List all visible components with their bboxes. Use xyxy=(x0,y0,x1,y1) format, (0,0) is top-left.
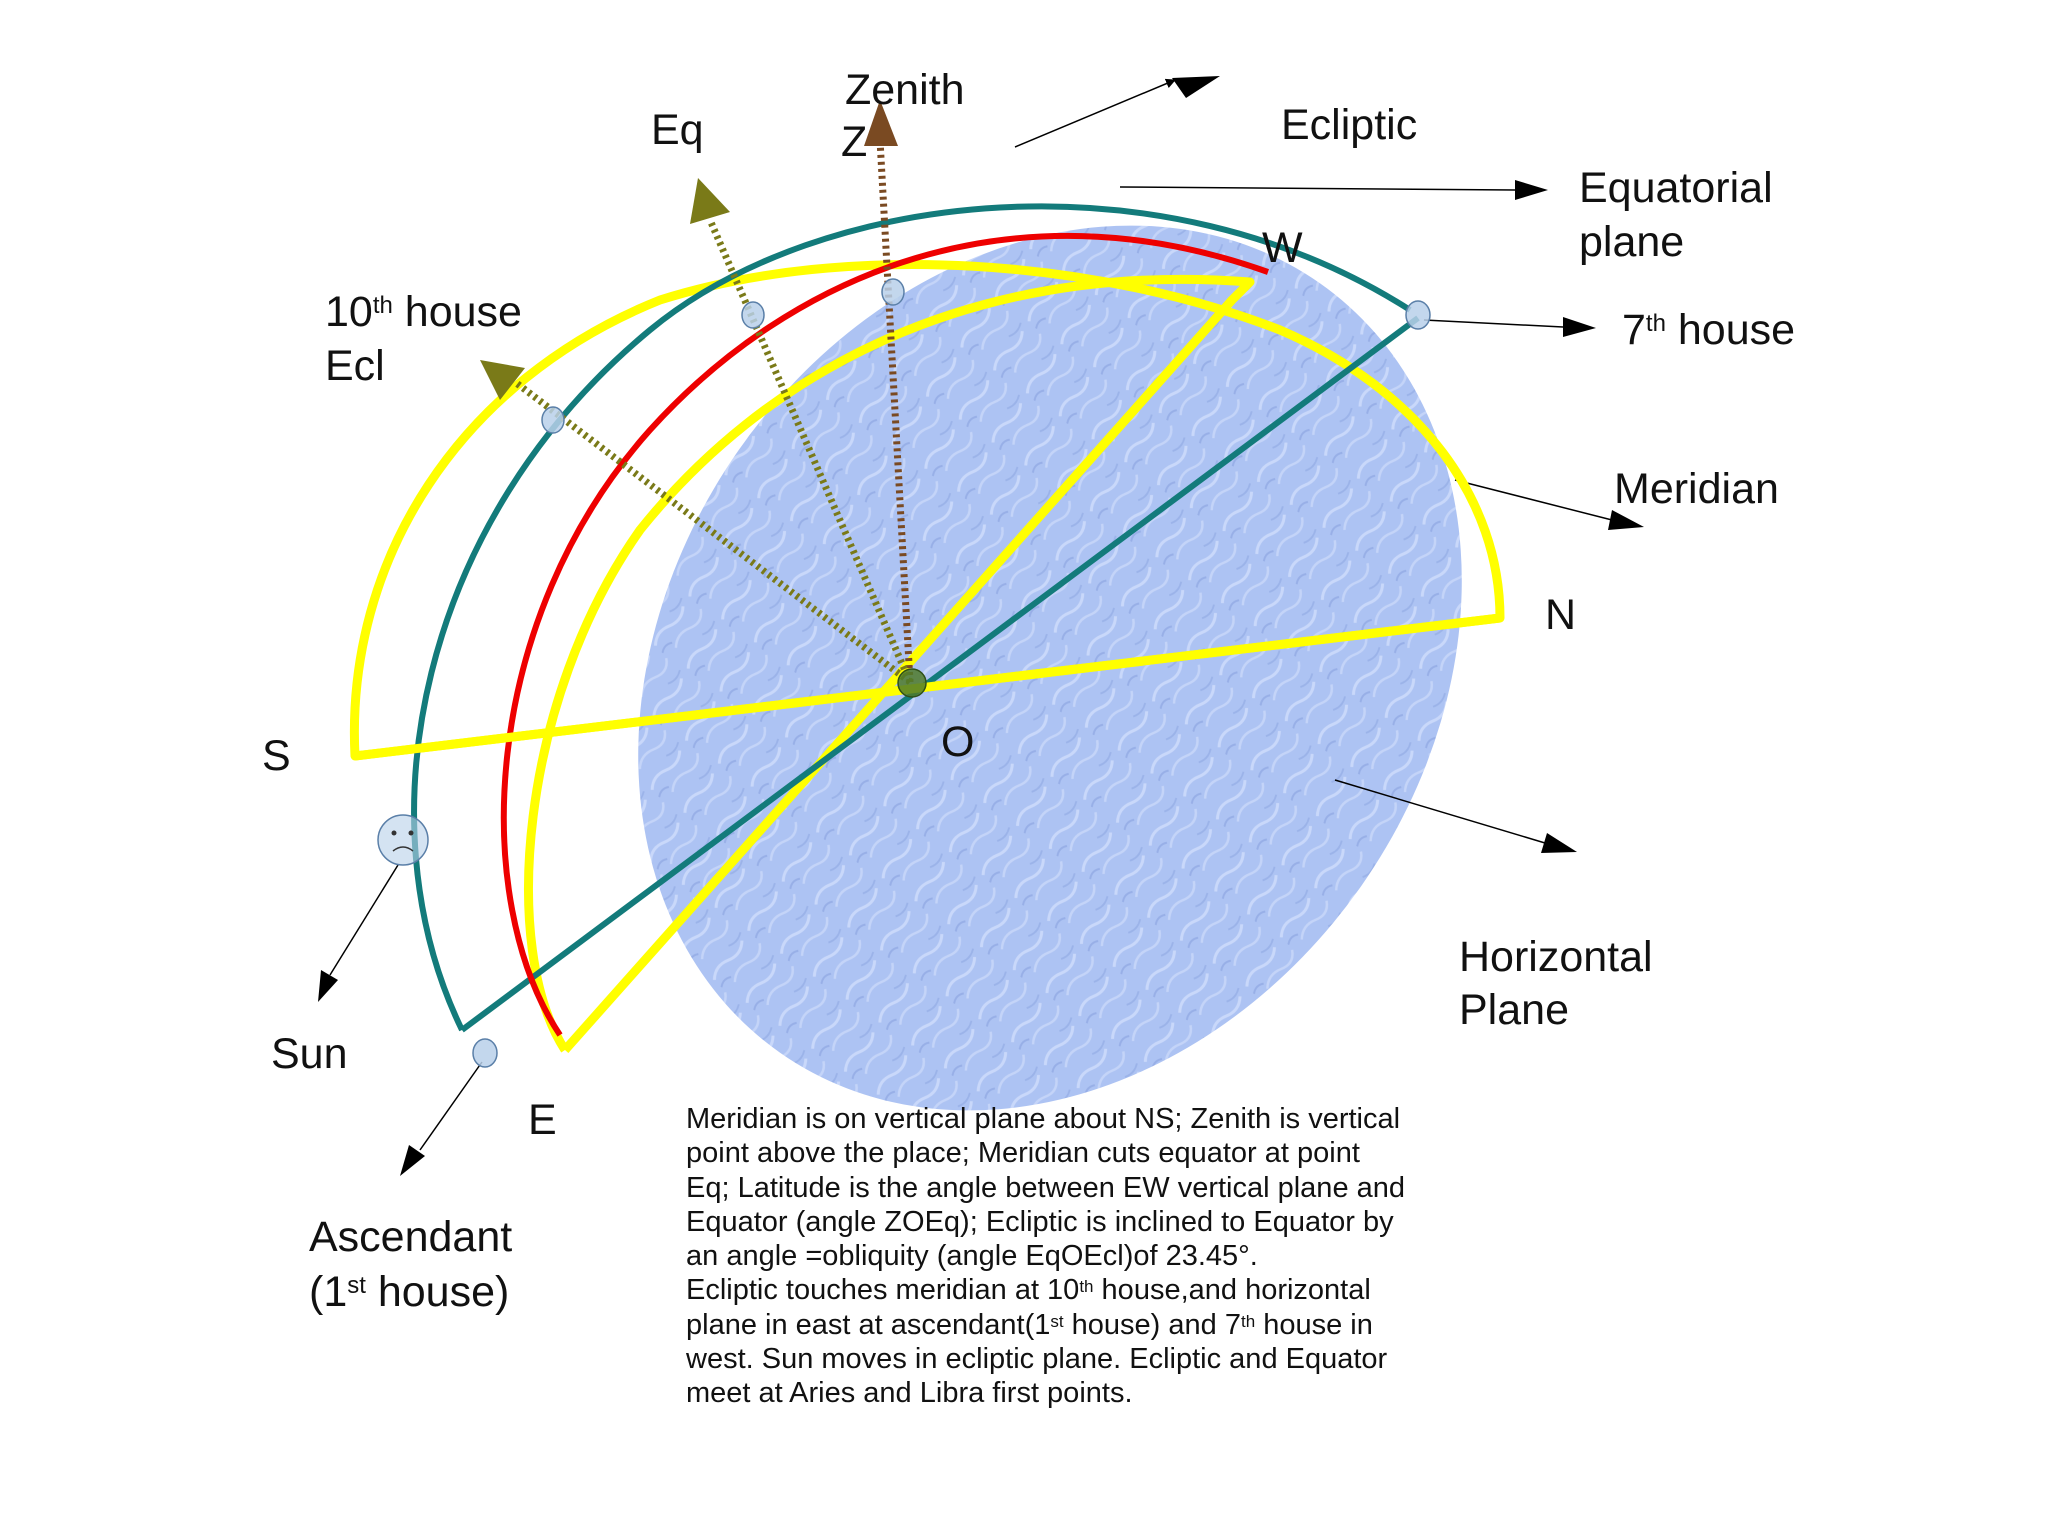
intersection-points xyxy=(472,278,1431,1068)
equator-arc xyxy=(500,232,1270,1037)
n-label: N xyxy=(1545,591,1577,639)
eq-label: Eq xyxy=(651,106,704,154)
meridian-pointer xyxy=(1454,479,1613,521)
ascendant-point xyxy=(472,1038,498,1068)
z-label: Z xyxy=(841,118,868,166)
ecl-axis-line xyxy=(512,379,913,685)
sun-pointer xyxy=(329,864,399,976)
zenith-arrowhead xyxy=(864,100,898,146)
ecliptic-horizon-line xyxy=(460,315,1420,1033)
horizontal-plane-pointer xyxy=(1334,779,1546,844)
s-label: S xyxy=(262,732,291,780)
equatorial-plane-label-line1: Equatorial xyxy=(1579,164,1773,212)
ecliptic-arrowhead xyxy=(1172,76,1220,98)
seventh-house-label: 7th house xyxy=(1622,306,1796,354)
first-house-label: (1st house) xyxy=(309,1268,510,1316)
origin-point xyxy=(897,668,927,698)
north-south-line xyxy=(354,613,1501,761)
meridian-circle xyxy=(349,260,1505,1053)
ascendant-label: Ascendant xyxy=(309,1213,513,1261)
tenth-house-label: 10th house xyxy=(325,288,522,336)
meridian-arrowhead xyxy=(1608,510,1644,530)
zenith-label: Zenith xyxy=(845,66,965,114)
equatorial-plane-label-line2: plane xyxy=(1579,218,1685,266)
ecl-arrowhead xyxy=(480,360,525,400)
horizontal-plane-label-line1: Horizontal xyxy=(1459,933,1653,981)
equatorial-plane-pointer xyxy=(1119,186,1516,191)
seventh-house-pointer xyxy=(1423,319,1564,328)
eq-point xyxy=(741,301,765,329)
explanation-note: Meridian is on vertical plane about NS; … xyxy=(686,1102,1406,1411)
ecliptic-arc xyxy=(411,203,1412,1032)
horizontal-plane-label-line2: Plane xyxy=(1459,986,1569,1034)
horizontal-plane-arrowhead xyxy=(1541,833,1577,853)
ecliptic-pointer-arrow xyxy=(1014,78,1176,148)
meridian-label: Meridian xyxy=(1614,465,1779,513)
ascendant-arrowhead xyxy=(400,1145,425,1176)
sun-icon xyxy=(377,814,429,866)
ecliptic-label: Ecliptic xyxy=(1281,101,1418,149)
sun-arrowhead xyxy=(318,970,338,1002)
sun-label: Sun xyxy=(271,1030,348,1078)
zenith-point xyxy=(881,278,905,306)
w-label: W xyxy=(1262,224,1303,272)
pointer-arrows xyxy=(318,76,1644,1176)
meridian-semicircle xyxy=(349,260,1505,761)
tenth-house-point xyxy=(541,406,565,434)
note-paragraph-2: Ecliptic touches meridian at 10th house,… xyxy=(686,1274,1388,1410)
note-paragraph-1: Meridian is on vertical plane about NS; … xyxy=(686,1103,1406,1273)
prime-vertical-arc xyxy=(524,274,1255,1053)
equatorial-plane-arrowhead xyxy=(1515,180,1548,200)
o-label: O xyxy=(941,718,975,766)
ascendant-pointer xyxy=(419,1061,483,1151)
ecl-label: Ecl xyxy=(325,342,385,390)
seventh-house-arrowhead xyxy=(1563,317,1596,337)
radial-arrows xyxy=(480,100,914,685)
ecliptic-circle xyxy=(411,203,1420,1033)
eq-arrowhead xyxy=(690,178,730,224)
seventh-house-point xyxy=(1405,300,1431,330)
e-label: E xyxy=(528,1096,557,1144)
